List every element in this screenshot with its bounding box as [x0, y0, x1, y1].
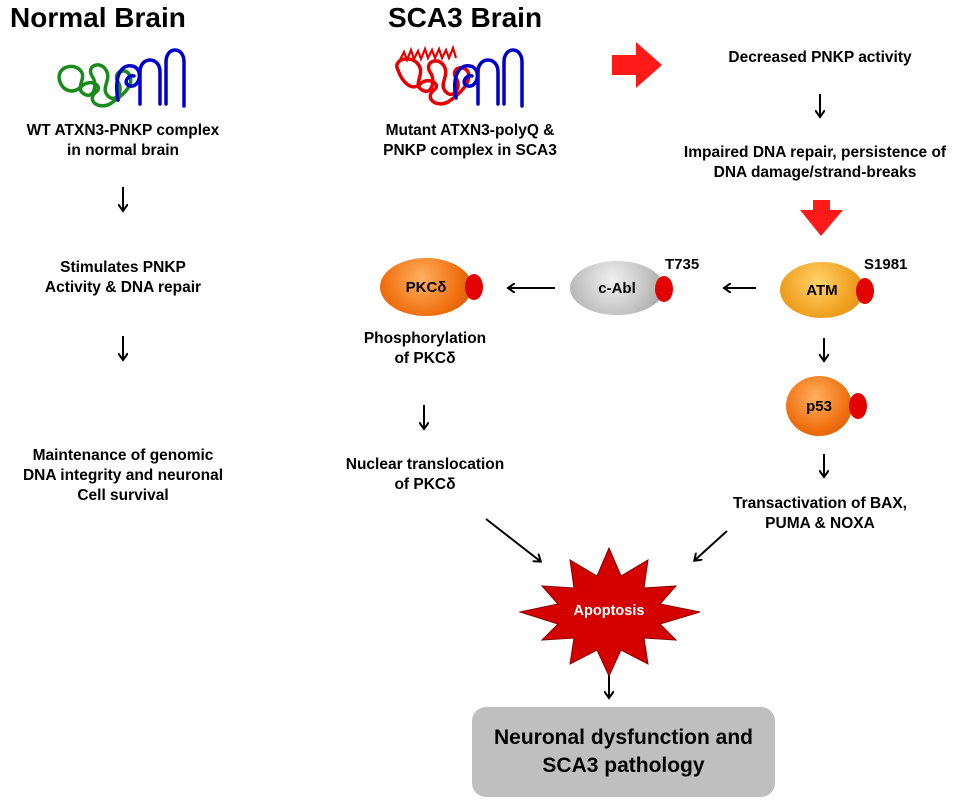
nuclear-translocation-label: Nuclear translocation of PKCδ — [345, 456, 505, 494]
pkcd-phospho-dot — [465, 274, 483, 300]
maintenance-label: Maintenance of genomic DNA integrity and… — [22, 447, 224, 505]
sca3-brain-title: SCA3 Brain — [388, 2, 543, 33]
apoptosis-label: Apoptosis — [573, 603, 645, 619]
final-outcome-box: Neuronal dysfunction and SCA3 pathology — [472, 707, 775, 797]
wt-complex-label: WT ATXN3-PNKP complex in normal brain — [26, 122, 220, 160]
cabl-node: c-Abl — [570, 261, 664, 315]
impaired-dna-repair-label: Impaired DNA repair, persistence of DNA … — [683, 144, 947, 182]
pkcd-node: PKCδ — [380, 258, 472, 316]
arrow-trans-to-apoptosis-icon — [695, 530, 728, 560]
atm-site-label: S1981 — [864, 256, 908, 273]
cabl-site-label: T735 — [665, 256, 700, 273]
cabl-phospho-dot — [655, 276, 673, 302]
atm-node: ATM — [780, 262, 864, 318]
p53-phospho-dot — [849, 393, 867, 419]
normal-brain-title: Normal Brain — [10, 2, 186, 33]
apoptosis-starburst-icon — [518, 546, 701, 678]
atm-phospho-dot — [856, 278, 874, 304]
pnkp-protein-icon — [115, 48, 186, 108]
decreased-pnkp-label: Decreased PNKP activity — [728, 49, 912, 66]
p53-node: p53 — [786, 376, 852, 436]
pnkp-protein-sca3-icon — [453, 48, 524, 108]
red-arrow-right-icon — [612, 42, 662, 88]
transactivation-label: Transactivation of BAX, PUMA & NOXA — [733, 495, 907, 533]
red-arrow-down-icon — [800, 200, 843, 236]
mutant-complex-label: Mutant ATXN3-polyQ & PNKP complex in SCA… — [383, 122, 557, 160]
arrow-nuc-to-apoptosis-icon — [485, 518, 540, 561]
stimulates-pnkp-label: Stimulates PNKP Activity & DNA repair — [44, 259, 202, 297]
phosphorylation-label: Phosphorylation of PKCδ — [363, 330, 487, 368]
